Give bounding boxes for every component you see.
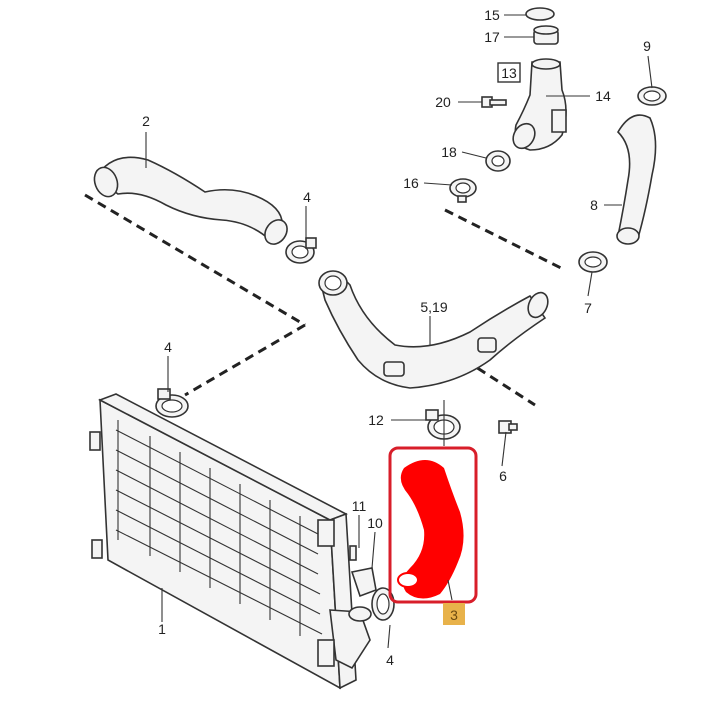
label-3: 3 xyxy=(450,607,458,623)
leader-lines xyxy=(145,14,653,649)
label-3-callout: 3 xyxy=(443,603,465,625)
label-20: 20 xyxy=(435,94,451,110)
clamp-12 xyxy=(425,409,461,440)
highlight-frame xyxy=(388,446,478,604)
dash-line-upper-left xyxy=(84,193,306,327)
hose-part-8 xyxy=(616,114,657,245)
clamp-4-upper xyxy=(285,237,317,264)
intercooler-part-1 xyxy=(89,393,372,690)
label-7: 7 xyxy=(584,300,592,316)
bracket-10-11 xyxy=(349,545,377,598)
clamp-4-lower xyxy=(371,587,395,621)
clamp-15 xyxy=(525,7,555,21)
callout-badge xyxy=(443,603,465,625)
dash-line-lower-left xyxy=(184,323,306,397)
label-12: 12 xyxy=(368,412,384,428)
label-4-upper: 4 xyxy=(303,189,311,205)
clamp-9 xyxy=(637,86,667,106)
label-5-19: 5,19 xyxy=(420,299,447,315)
label-15: 15 xyxy=(484,7,500,23)
label-11: 11 xyxy=(352,498,367,514)
label-13: 13 xyxy=(501,65,517,81)
routing-dashes xyxy=(84,193,566,407)
clamp-4-left xyxy=(155,388,189,418)
label-1: 1 xyxy=(158,621,166,637)
label-14: 14 xyxy=(595,88,611,104)
dash-line-right xyxy=(444,208,566,272)
label-16: 16 xyxy=(403,175,419,191)
label-4-left: 4 xyxy=(164,339,172,355)
label-18: 18 xyxy=(441,144,457,160)
label-13-box: 13 xyxy=(497,62,521,83)
label-6: 6 xyxy=(499,468,507,484)
bolt-20 xyxy=(481,96,507,108)
label-17: 17 xyxy=(484,29,500,45)
label-8: 8 xyxy=(590,197,598,213)
hose-part-2 xyxy=(93,156,288,245)
label-2: 2 xyxy=(142,113,150,129)
callout-labels: 2 4 4 5,19 12 6 7 8 9 13 14 15 17 20 18 … xyxy=(142,7,651,668)
intercooler-fins xyxy=(115,420,323,636)
bolt-6 xyxy=(498,420,518,434)
clamp-7 xyxy=(578,251,608,273)
hose-part-3-highlight xyxy=(388,446,478,604)
hose-part-3 xyxy=(400,460,464,599)
pipe-part-5-19 xyxy=(318,270,549,389)
label-10: 10 xyxy=(367,515,383,531)
ring-18 xyxy=(485,150,511,172)
label-4-lower: 4 xyxy=(386,652,394,668)
elbow-assembly xyxy=(512,7,567,151)
label-9: 9 xyxy=(643,38,651,54)
clamp-16 xyxy=(449,178,477,203)
